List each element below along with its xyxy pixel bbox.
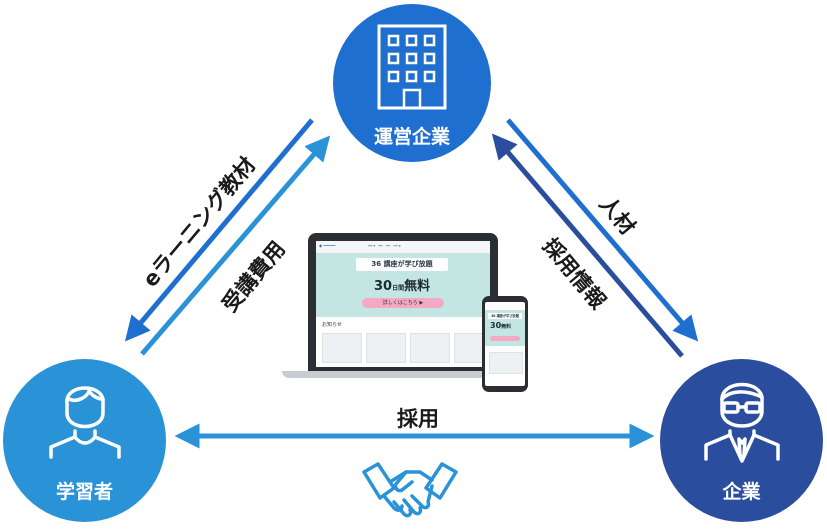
laptop-base [282,371,524,378]
handshake-icon [362,462,458,518]
hero-section: 36 講座が学び放題 30日間無料 詳しくはこちら ▶ [316,253,490,317]
laptop-screen: ◆ ━━━━━ ━━ ▾ ━━ ━━ ━━ ▾ 36 講座が学び放題 30日間無… [308,233,498,373]
hero-banner: 36 講座が学び放題 [356,258,448,271]
node-operator-label: 運営企業 [373,126,450,148]
node-company: 企業 [660,359,823,522]
node-learner-label: 学習者 [55,481,113,503]
flow-label-hiring: 採用 [397,407,439,431]
phone: 36 講座が学び放題 30無料 [482,296,528,392]
news-title: お知らせ [322,322,342,328]
arrow-hiring-info [491,133,684,358]
node-learner: 学習者 [3,359,166,522]
building-icon [377,24,447,110]
hero-button: 詳しくはこちら ▶ [362,298,444,308]
person-icon [49,386,121,459]
businessman-icon [704,382,780,463]
hero-offer: 30日間無料 [374,279,431,294]
arrow-talent [506,118,699,342]
node-company-label: 企業 [722,481,761,503]
arrow-elearning [124,118,314,342]
arrow-tuition [140,135,331,356]
node-operator: 運営企業 [333,4,491,162]
